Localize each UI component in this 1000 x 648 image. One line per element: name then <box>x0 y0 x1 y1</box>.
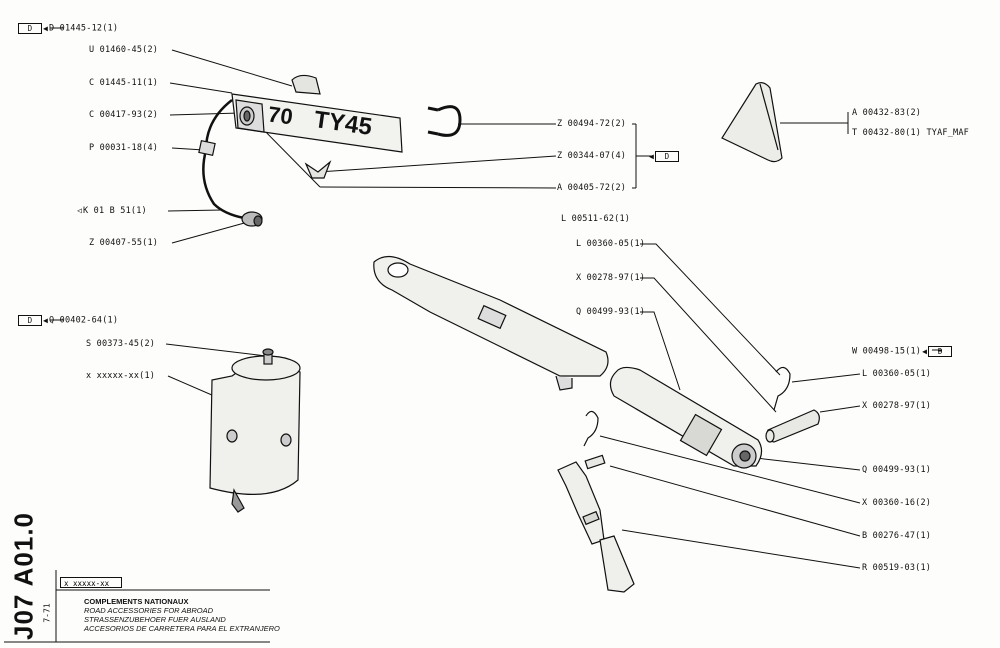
document-code-text: J07 A01.0 <box>8 511 39 641</box>
label-row: D◀Q 00402-64(1) <box>18 315 118 326</box>
part-label[interactable]: Q 00402-64(1) <box>49 315 119 326</box>
plate-number-left: 70 <box>266 101 295 130</box>
reference-box: x xxxxx-xx <box>60 577 122 588</box>
part-label[interactable]: U 01460-45(2) <box>89 45 159 55</box>
document-code: J07 A01.0 <box>4 511 44 641</box>
label-row: ◁K 01 B 51(1) <box>76 206 147 217</box>
leader-line <box>171 147 205 151</box>
leader-line <box>167 209 223 212</box>
part-label[interactable]: X 00360-16(2) <box>862 498 932 508</box>
part-label[interactable]: T 00432-80(1) TYAF_MAF <box>852 128 969 138</box>
license-plate-assembly <box>198 74 462 227</box>
leader-line <box>169 112 241 116</box>
leader-line <box>169 82 233 94</box>
arrow-left-icon: ◀ <box>43 23 49 33</box>
triangle-left-icon: ◁ <box>77 206 83 215</box>
leader-line <box>791 373 861 383</box>
leader-line <box>640 311 681 391</box>
label-row: Z 00344-07(4) <box>557 151 626 162</box>
leader-line <box>621 529 861 569</box>
license-plate <box>231 93 403 153</box>
part-label[interactable]: W 00498-15(1) <box>852 346 922 357</box>
leader-line <box>317 155 557 173</box>
arrow-left-icon: ◀ <box>43 315 49 325</box>
leader-line <box>640 277 777 413</box>
plate-cover <box>291 74 321 95</box>
leader-line <box>819 405 861 413</box>
part-label[interactable]: K 01 B 51(1) <box>83 206 147 216</box>
leader-line <box>165 343 267 357</box>
part-label[interactable]: Q 00499-93(1) <box>862 465 932 475</box>
part-label[interactable]: L 00360-05(1) <box>862 369 932 379</box>
leader-line <box>640 243 781 376</box>
cable <box>202 99 245 220</box>
part-label[interactable]: B 00276-47(1) <box>862 531 932 541</box>
arrow-left-icon: ◀ <box>649 151 655 161</box>
leader-line <box>755 457 861 471</box>
label-row: W 00498-15(1)◀D <box>852 346 953 357</box>
leader-line <box>609 465 861 537</box>
part-label[interactable]: C 01445-11(1) <box>89 78 159 88</box>
leader-line <box>319 186 557 189</box>
small-pin <box>584 454 606 470</box>
part-label[interactable]: X 00278-97(1) <box>576 273 646 283</box>
spring-clip <box>583 410 599 447</box>
part-label[interactable]: S 00373-45(2) <box>86 339 156 349</box>
extinguisher-bottle <box>209 348 301 513</box>
leader-line <box>171 49 293 87</box>
part-label[interactable]: C 00417-93(2) <box>89 110 159 120</box>
document-date-text: 7-71 <box>42 603 52 623</box>
wing-nut <box>304 160 332 179</box>
label-row: ◀D <box>648 151 680 162</box>
pins <box>583 366 820 470</box>
tube <box>609 366 763 467</box>
tow-bar <box>373 255 763 469</box>
leader-line <box>171 221 249 244</box>
part-label[interactable]: Q 00499-93(1) <box>576 307 646 317</box>
leader-line <box>599 435 861 504</box>
part-label[interactable]: L 00360-05(1) <box>576 239 646 249</box>
title-line: COMPLEMENTS NATIONAUX <box>84 597 189 606</box>
part-label[interactable]: Z 00344-07(4) <box>557 151 627 161</box>
part-label[interactable]: A 00405-72(2) <box>557 183 627 193</box>
d-badge[interactable]: D <box>18 23 42 34</box>
title-line: STRASSENZUBEHOER FUER AUSLAND <box>84 615 226 624</box>
part-label[interactable]: A 00432-83(2) <box>852 108 922 118</box>
part-label[interactable]: X 00278-97(1) <box>862 401 932 411</box>
title-line: ROAD ACCESSORIES FOR ABROAD <box>84 606 214 615</box>
part-label[interactable]: Z 00494-72(2) <box>557 119 627 129</box>
part-label[interactable]: Z 00407-55(1) <box>89 238 159 248</box>
d-badge[interactable]: D <box>655 151 680 162</box>
part-label[interactable]: P 00031-18(4) <box>89 143 159 153</box>
title-line: ACCESORIOS DE CARRETERA PARA EL EXTRANJE… <box>84 624 280 633</box>
label-row: D◀D 01445-12(1) <box>18 23 118 34</box>
bolt <box>766 409 820 443</box>
d-badge[interactable]: D <box>18 315 42 326</box>
document-date: 7-71 <box>40 588 54 638</box>
part-label[interactable]: D 01445-12(1) <box>49 23 119 34</box>
part-label[interactable]: x xxxxx-xx(1) <box>86 371 156 381</box>
part-label[interactable]: R 00519-03(1) <box>862 563 932 573</box>
title-lines: COMPLEMENTS NATIONAUX ROAD ACCESSORIES F… <box>84 597 280 633</box>
arrow-left-icon: ◀ <box>922 346 928 356</box>
warning-triangle <box>721 82 783 163</box>
spring-clip <box>773 366 791 411</box>
link-rod <box>557 461 635 593</box>
part-label[interactable]: L 00511-62(1) <box>561 214 631 224</box>
d-badge[interactable]: D <box>928 346 953 357</box>
